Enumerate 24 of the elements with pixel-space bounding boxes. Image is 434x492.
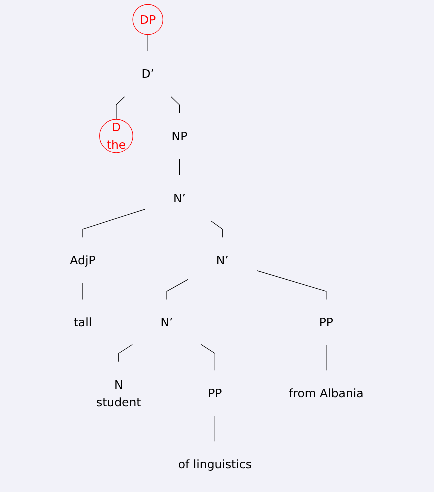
node-text: N’ [216, 253, 229, 268]
node-circle: DP [132, 4, 164, 36]
node-text: D’ [142, 67, 154, 82]
node-text: AdjP [70, 253, 96, 268]
connector [166, 279, 189, 300]
connector [211, 220, 223, 238]
node-text: N’ [173, 191, 186, 206]
node-text: PP [208, 386, 222, 401]
node-text: from Albania [289, 386, 364, 401]
connector [326, 345, 327, 371]
connector [256, 270, 327, 300]
connector [214, 416, 216, 442]
node-circle: D the [100, 119, 134, 154]
connector [179, 158, 180, 176]
connector [118, 344, 133, 362]
node-text: of linguistics [178, 457, 252, 472]
node-text: N student [96, 378, 142, 410]
node-text: tall [74, 316, 92, 330]
connector [82, 209, 146, 238]
node-text: PP [319, 316, 334, 330]
connector [116, 96, 126, 120]
node-text: N’ [160, 316, 174, 330]
connector [171, 96, 180, 114]
node-text: NP [172, 129, 188, 144]
